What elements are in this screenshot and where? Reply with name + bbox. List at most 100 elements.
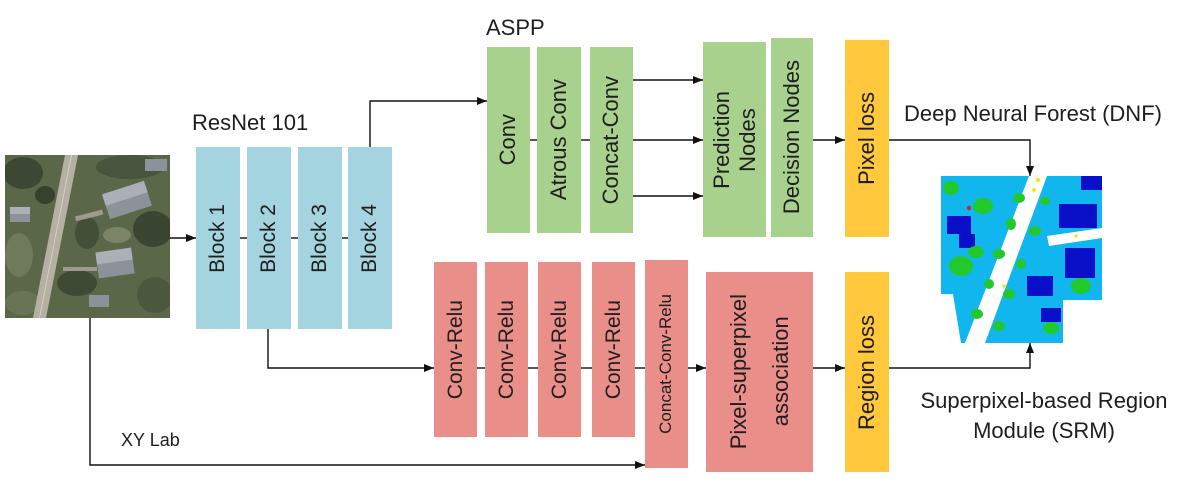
- building: [1027, 276, 1053, 296]
- tree: [993, 249, 1005, 259]
- aspp-title: ASPP: [486, 15, 545, 40]
- decision-nodes-box: Decision Nodes: [771, 38, 813, 237]
- arrow-pixel-loss-to-output: [889, 139, 1034, 176]
- lawn: [5, 233, 33, 277]
- impervious-region: [1047, 228, 1102, 246]
- roof-highlight: [10, 207, 30, 214]
- conv-relu-box-4: Conv-Relu: [592, 262, 635, 437]
- decision-nodes-label: Decision Nodes: [778, 60, 804, 215]
- building: [1065, 248, 1095, 278]
- conv-relu-label-2: Conv-Relu: [494, 299, 518, 400]
- conv-relu-box-2: Conv-Relu: [485, 262, 528, 437]
- driveway: [63, 267, 97, 271]
- aerial-road-centerline: [39, 155, 72, 318]
- region-loss-label: Region loss: [853, 314, 879, 430]
- segmentation-output-image: [941, 176, 1102, 343]
- pixel-loss-label: Pixel loss: [853, 92, 879, 185]
- concat-conv-relu-box: Concat-Conv-Relu: [645, 260, 688, 468]
- building-regions: [947, 176, 1102, 322]
- prediction-nodes-line-2: Nodes: [734, 107, 760, 172]
- resnet-block-4-label: Block 4: [358, 203, 382, 273]
- tree: [943, 181, 959, 195]
- tree-canopy: [137, 277, 170, 313]
- resnet-title: ResNet 101: [192, 110, 309, 135]
- tree: [1016, 259, 1026, 269]
- pixel-superpixel-association-box: Pixel-superpixel association: [706, 272, 813, 472]
- resnet-block-4: Block 4: [348, 147, 392, 329]
- building: [947, 216, 971, 234]
- tree-canopy: [133, 211, 170, 247]
- road-region: [965, 176, 1047, 343]
- tree: [968, 246, 984, 258]
- tree: [1029, 226, 1041, 236]
- resnet-block-1: Block 1: [196, 147, 240, 329]
- house: [89, 295, 109, 307]
- aspp-conv-label: Conv: [495, 114, 521, 166]
- concat-conv-relu-label: Concat-Conv-Relu: [656, 294, 676, 434]
- prediction-nodes-label: Prediction Nodes: [709, 91, 761, 189]
- resnet-block-2-label: Block 2: [257, 203, 281, 273]
- tree: [993, 321, 1005, 331]
- aspp-atrous-conv-box: Atrous Conv: [537, 47, 581, 233]
- conv-relu-box-3: Conv-Relu: [538, 262, 581, 437]
- conv-relu-label-4: Conv-Relu: [601, 299, 625, 400]
- resnet-block-3: Block 3: [298, 147, 342, 329]
- pixel-loss-box: Pixel loss: [845, 40, 889, 237]
- car: [1035, 177, 1041, 183]
- arrow-block-2-to-conv-relu: [267, 329, 434, 372]
- roof-highlight: [95, 247, 133, 265]
- building: [1041, 308, 1061, 322]
- car-regions: [1002, 177, 1078, 288]
- association-line-1: Pixel-superpixel: [725, 294, 751, 450]
- tree: [1003, 289, 1015, 299]
- resnet-block-2: Block 2: [247, 147, 291, 329]
- aerial-input-image: [5, 155, 170, 318]
- car: [1002, 284, 1006, 288]
- roof-highlight: [102, 180, 148, 206]
- srm-title: Superpixel-based Region Module (SRM): [899, 386, 1189, 446]
- prediction-nodes-box: Prediction Nodes: [703, 42, 766, 237]
- tree: [973, 198, 993, 214]
- tree: [1013, 193, 1025, 203]
- tree: [971, 309, 983, 319]
- tree-canopy: [75, 217, 99, 249]
- building: [959, 234, 975, 248]
- pixel-superpixel-association-label: Pixel-superpixel association: [718, 294, 802, 449]
- resnet-block-1-label: Block 1: [206, 203, 230, 273]
- xy-lab-label: XY Lab: [121, 430, 180, 450]
- house: [145, 159, 167, 171]
- aerial-roof-highlights: [10, 180, 148, 265]
- tree-regions: [943, 181, 1091, 334]
- aerial-driveways: [63, 209, 104, 271]
- aspp-concat-conv-box: Concat-Conv: [590, 47, 633, 233]
- tree: [1040, 197, 1050, 205]
- driveway: [74, 209, 104, 222]
- srm-title-line-2: Module (SRM): [973, 418, 1115, 443]
- aspp-concat-conv-label: Concat-Conv: [598, 75, 624, 205]
- tree-canopy: [5, 157, 43, 189]
- tree: [1006, 218, 1016, 230]
- dnf-title: Deep Neural Forest (DNF): [904, 101, 1162, 126]
- arrow-region-loss-to-output: [889, 343, 1034, 369]
- building: [1059, 204, 1097, 228]
- car: [1032, 188, 1036, 192]
- conv-relu-label-3: Conv-Relu: [547, 299, 571, 400]
- tree-canopy: [57, 270, 97, 296]
- tree: [1043, 322, 1059, 334]
- region-loss-box: Region loss: [845, 272, 889, 472]
- lawn: [5, 291, 41, 315]
- clutter-region: [966, 205, 972, 211]
- arrow-block-4-to-aspp: [369, 97, 487, 147]
- lawn: [103, 227, 131, 243]
- srm-title-line-1: Superpixel-based Region: [920, 388, 1168, 413]
- conv-relu-box-1: Conv-Relu: [434, 262, 477, 437]
- aspp-conv-box: Conv: [487, 47, 530, 233]
- road-region: [941, 294, 961, 343]
- prediction-nodes-line-1: Prediction: [708, 90, 734, 189]
- resnet-block-3-label: Block 3: [308, 203, 332, 273]
- tree: [1071, 278, 1091, 294]
- tree: [984, 279, 994, 289]
- aspp-atrous-conv-label: Atrous Conv: [545, 79, 571, 201]
- tree: [949, 256, 973, 276]
